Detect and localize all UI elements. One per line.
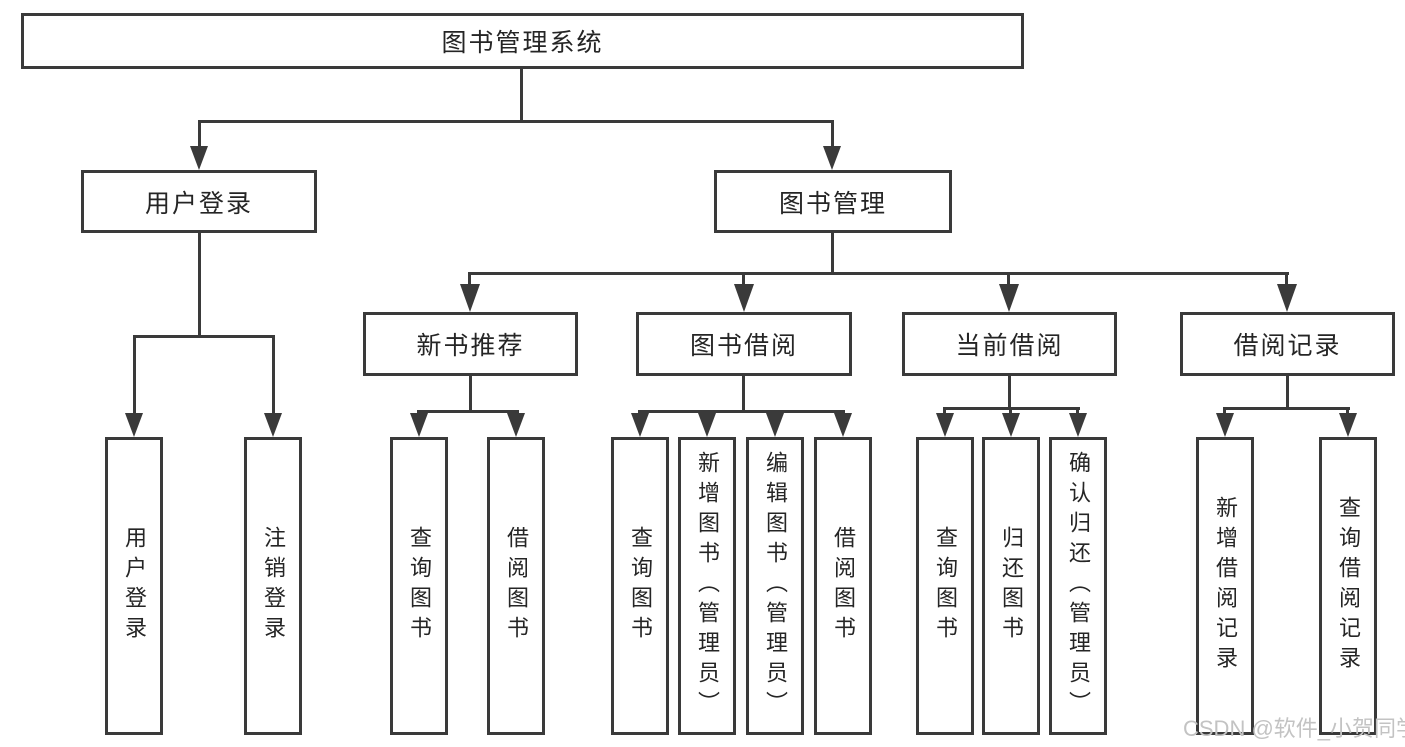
node-borrowing-records-label: 借阅记录 [1233, 332, 1342, 360]
csdn-watermark: CSDN @软件_小贺同学 [1183, 716, 1405, 741]
arrow-down-nbr-query-books [410, 413, 428, 437]
connector-bb-horizontal [639, 410, 845, 413]
connector-book-borrowing-stem [742, 272, 745, 286]
connector-cb-down [1008, 376, 1011, 409]
node-book-borrowing: 图书借阅 [636, 312, 852, 376]
connector-leaf-login-stem [133, 335, 136, 415]
connector-user-login-down [198, 233, 201, 337]
leaf-user-login: 用户登录 [105, 437, 163, 735]
connector-nbr-horizontal [418, 410, 519, 413]
node-user-login: 用户登录 [81, 170, 317, 233]
leaf-cb-query-books-label: 查询图书 [933, 526, 958, 646]
node-current-borrowing-label: 当前借阅 [955, 332, 1064, 360]
node-current-borrowing: 当前借阅 [902, 312, 1117, 376]
leaf-nbr-borrow-books-label: 借阅图书 [504, 526, 529, 646]
connector-cb-leaf3-stem [1076, 407, 1079, 416]
leaf-bb-add-book-admin: 新增图书（管理员） [678, 437, 736, 735]
connector-user-login-horizontal [133, 335, 275, 338]
connector-bb-down [742, 376, 745, 412]
arrow-down-bb-edit-book [766, 413, 784, 437]
leaf-bb-edit-book-admin: 编辑图书（管理员） [746, 437, 804, 735]
connector-book-management-down [831, 233, 834, 274]
arrow-down-book-borrowing [734, 284, 754, 312]
leaf-br-add-borrow-record-label: 新增借阅记录 [1213, 496, 1238, 676]
leaf-bb-query-books-label: 查询图书 [628, 526, 653, 646]
node-borrowing-records: 借阅记录 [1180, 312, 1395, 376]
leaf-cb-confirm-return-admin: 确认归还（管理员） [1049, 437, 1107, 735]
node-library-management-system-label: 图书管理系统 [441, 29, 604, 57]
leaf-nbr-borrow-books: 借阅图书 [487, 437, 545, 735]
node-book-management: 图书管理 [714, 170, 952, 233]
arrow-down-bb-borrow-books [834, 413, 852, 437]
leaf-bb-borrow-books-label: 借阅图书 [831, 526, 856, 646]
node-book-management-label: 图书管理 [778, 189, 887, 218]
node-new-book-recommendation-label: 新书推荐 [416, 332, 525, 360]
node-user-login-label: 用户登录 [144, 189, 253, 218]
leaf-nbr-query-books-label: 查询图书 [407, 526, 432, 646]
connector-root-stem [520, 69, 523, 122]
leaf-cb-query-books: 查询图书 [916, 437, 974, 735]
leaf-nbr-query-books: 查询图书 [390, 437, 448, 735]
node-new-book-recommendation: 新书推荐 [363, 312, 578, 376]
leaf-bb-borrow-books: 借阅图书 [814, 437, 872, 735]
arrow-down-cb-query-books [936, 413, 954, 437]
leaf-cb-return-book: 归还图书 [982, 437, 1040, 735]
arrow-down-bb-add-book [698, 413, 716, 437]
connector-cb-leaf1-stem [943, 407, 946, 416]
node-book-borrowing-label: 图书借阅 [689, 332, 798, 360]
connector-leaf-logout-stem [272, 335, 275, 415]
connector-cb-leaf2-stem [1009, 407, 1012, 416]
arrow-down-bb-query-books [631, 413, 649, 437]
leaf-cb-confirm-return-admin-label: 确认归还（管理员） [1066, 451, 1091, 721]
connector-book-management-stem [831, 120, 834, 150]
leaf-user-login-label: 用户登录 [122, 526, 147, 646]
leaf-bb-query-books: 查询图书 [611, 437, 669, 735]
connector-borrowing-records-stem [1285, 272, 1288, 286]
connector-current-borrowing-stem [1007, 272, 1010, 286]
connector-br-leaf2-stem [1346, 407, 1349, 416]
leaf-br-add-borrow-record: 新增借阅记录 [1196, 437, 1254, 735]
connector-nbr-down [469, 376, 472, 412]
connector-level1-horizontal [198, 120, 834, 123]
arrow-down-new-book-recommendation [460, 284, 480, 312]
arrow-down-cb-confirm-return [1069, 413, 1087, 437]
arrow-down-user-login [190, 146, 208, 170]
leaf-bb-add-book-admin-label: 新增图书（管理员） [695, 451, 720, 721]
connector-user-login-stem [198, 120, 201, 150]
leaf-br-query-borrow-record-label: 查询借阅记录 [1336, 496, 1361, 676]
leaf-cb-return-book-label: 归还图书 [999, 526, 1024, 646]
arrow-down-borrowing-records [1277, 284, 1297, 312]
connector-br-leaf1-stem [1223, 407, 1226, 416]
arrow-down-current-borrowing [999, 284, 1019, 312]
leaf-logout-label: 注销登录 [261, 526, 286, 646]
arrow-down-br-add-record [1216, 413, 1234, 437]
connector-level2-horizontal [469, 272, 1289, 275]
arrow-down-br-query-record [1339, 413, 1357, 437]
arrow-down-nbr-borrow-books [507, 413, 525, 437]
arrow-down-book-management [823, 146, 841, 170]
connector-cb-horizontal [944, 407, 1080, 410]
leaf-logout: 注销登录 [244, 437, 302, 735]
connector-new-book-stem [468, 272, 471, 286]
leaf-br-query-borrow-record: 查询借阅记录 [1319, 437, 1377, 735]
connector-br-horizontal [1224, 407, 1350, 410]
arrow-down-leaf-login [125, 413, 143, 437]
connector-br-down [1286, 376, 1289, 409]
node-library-management-system: 图书管理系统 [21, 13, 1024, 69]
arrow-down-cb-return-book [1002, 413, 1020, 437]
leaf-bb-edit-book-admin-label: 编辑图书（管理员） [763, 451, 788, 721]
arrow-down-leaf-logout [264, 413, 282, 437]
